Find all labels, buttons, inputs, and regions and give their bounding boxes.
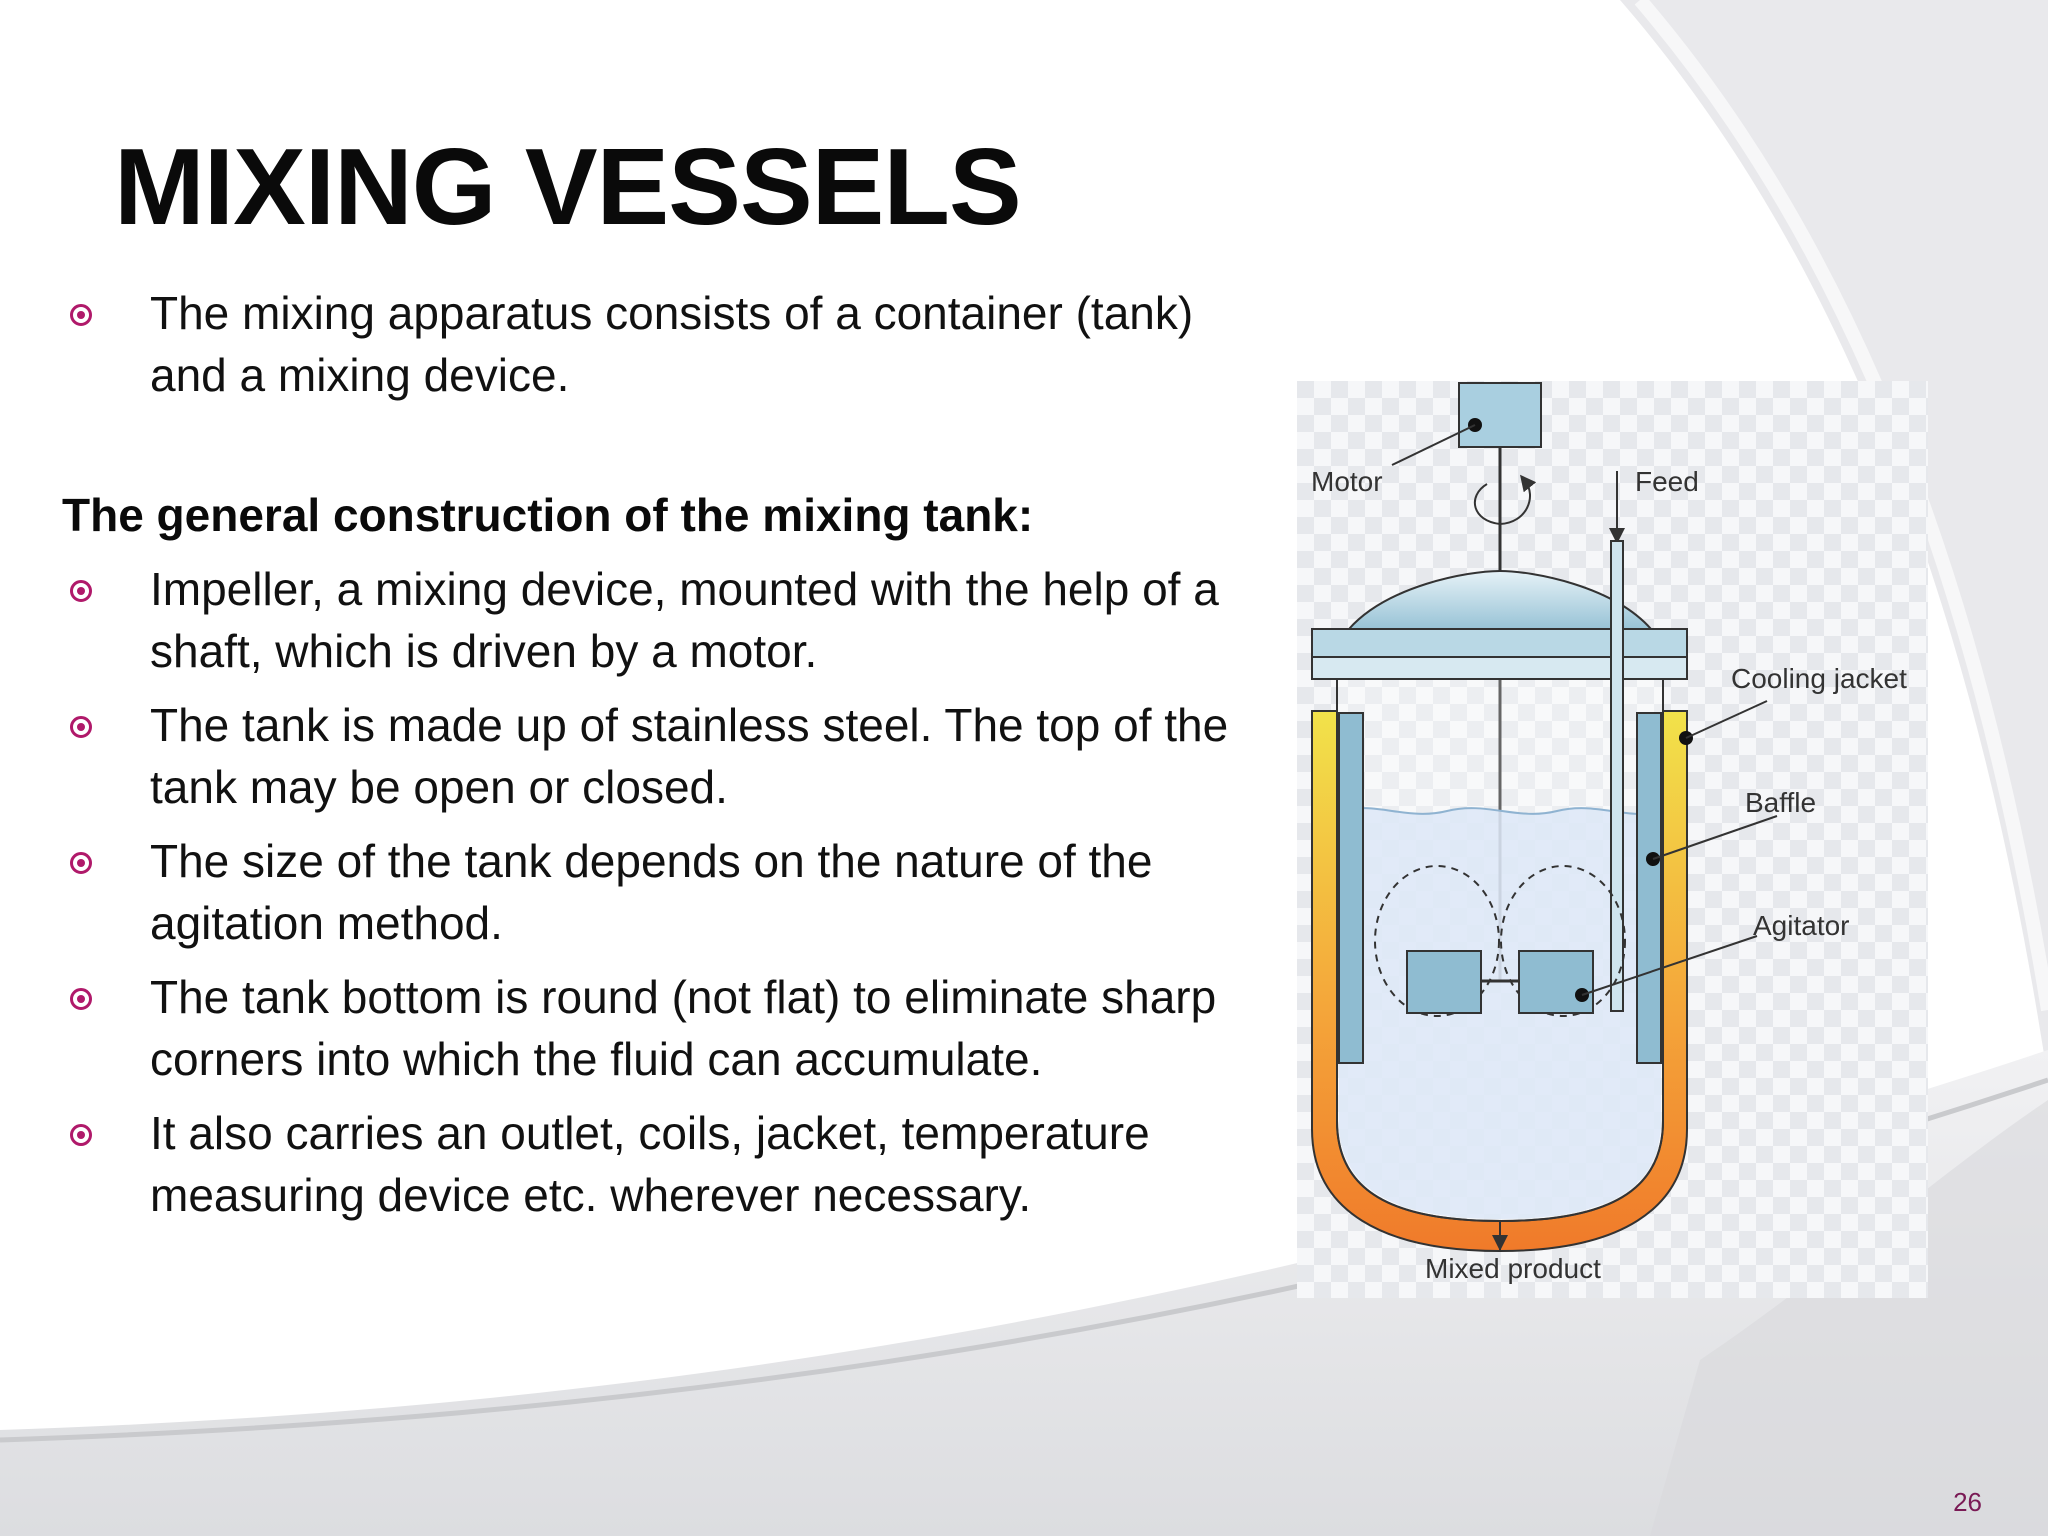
page-number: 26	[1953, 1487, 1982, 1517]
intro-bullet-text: The mixing apparatus consists of a conta…	[150, 287, 1194, 401]
circled-dot-bullet-icon	[70, 1124, 92, 1146]
agitator-blade-left	[1406, 950, 1482, 1014]
circled-dot-bullet-icon	[70, 716, 92, 738]
page-title: MIXING VESSELS	[114, 126, 1022, 248]
list-item: The tank is made up of stainless steel. …	[62, 694, 1262, 818]
agitator-blade-right	[1518, 950, 1594, 1014]
mixed-product-label: Mixed product	[1425, 1253, 1601, 1284]
motor-shape	[1458, 382, 1542, 448]
section-subheading: The general construction of the mixing t…	[62, 489, 1034, 541]
mixing-tank-diagram: Motor Feed Cooling jacket Baffle Agitato…	[1297, 381, 1928, 1298]
baffle-label: Baffle	[1745, 787, 1816, 818]
list-item-text: The tank is made up of stainless steel. …	[150, 699, 1229, 813]
list-item-text: The tank bottom is round (not flat) to e…	[150, 971, 1217, 1085]
baffle-left-shape	[1338, 712, 1364, 1064]
circled-dot-bullet-icon	[70, 988, 92, 1010]
feed-pipe-shape	[1610, 540, 1624, 1012]
construction-bullet-list: Impeller, a mixing device, mounted with …	[62, 558, 1262, 1226]
cooling-jacket-label: Cooling jacket	[1731, 663, 1907, 694]
liquid-shape	[1339, 808, 1661, 1219]
intro-bullet: The mixing apparatus consists of a conta…	[62, 282, 1270, 406]
list-item-text: It also carries an outlet, coils, jacket…	[150, 1107, 1150, 1221]
list-item: The size of the tank depends on the natu…	[62, 830, 1262, 954]
list-item: It also carries an outlet, coils, jacket…	[62, 1102, 1262, 1226]
circled-dot-bullet-icon	[70, 580, 92, 602]
baffle-right-shape	[1636, 712, 1662, 1064]
feed-label: Feed	[1635, 466, 1699, 497]
agitator-label: Agitator	[1753, 910, 1850, 941]
slide-content: The mixing apparatus consists of a conta…	[62, 282, 1262, 1238]
list-item-text: The size of the tank depends on the natu…	[150, 835, 1153, 949]
list-item: Impeller, a mixing device, mounted with …	[62, 558, 1262, 682]
circled-dot-bullet-icon	[70, 852, 92, 874]
list-item: The tank bottom is round (not flat) to e…	[62, 966, 1262, 1090]
motor-label: Motor	[1311, 466, 1383, 497]
list-item-text: Impeller, a mixing device, mounted with …	[150, 563, 1219, 677]
circled-dot-bullet-icon	[70, 304, 92, 326]
